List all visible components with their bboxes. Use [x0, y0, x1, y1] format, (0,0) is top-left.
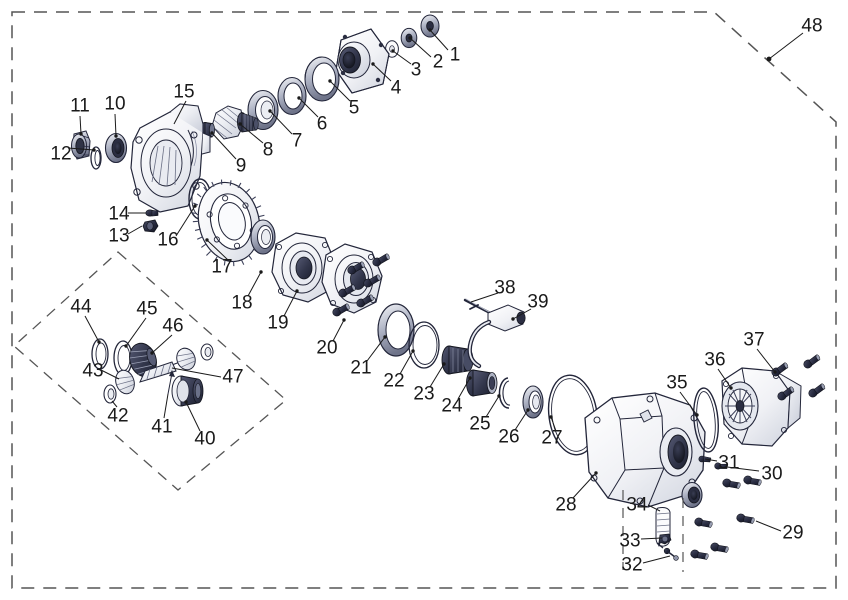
- part-21-seal-ring: [377, 303, 415, 357]
- part-11-bearing: [71, 130, 91, 160]
- part-38-shift-shaft: [463, 298, 494, 316]
- callout-41: 41: [151, 416, 173, 438]
- callout-31: 31: [718, 452, 740, 474]
- callout-10: 10: [104, 93, 126, 115]
- part-41-pointer-pin: [167, 370, 175, 395]
- callout-43: 43: [82, 360, 104, 382]
- part-10-oil-seal-right: [681, 481, 703, 509]
- callout-39: 39: [527, 291, 549, 313]
- callout-15: 15: [173, 81, 195, 103]
- part-46-side-gear: [128, 342, 157, 378]
- leader-dots: [79, 28, 777, 475]
- callout-32: 32: [621, 554, 643, 576]
- callout-45: 45: [136, 298, 158, 320]
- callout-30: 30: [761, 463, 783, 485]
- callout-13: 13: [108, 225, 130, 247]
- callout-7: 7: [291, 130, 303, 152]
- callout-8: 8: [262, 139, 274, 161]
- callout-46: 46: [162, 315, 184, 337]
- callout-16: 16: [157, 229, 179, 251]
- part-18-diff-case-half: [271, 232, 335, 303]
- part-36-end-cover: [721, 367, 802, 447]
- callout-40: 40: [194, 428, 216, 450]
- callout-47: 47: [222, 366, 244, 388]
- part-35-o-ring: [693, 387, 719, 453]
- callout-28: 28: [555, 494, 577, 516]
- callout-3: 3: [410, 59, 422, 81]
- callout-1: 1: [449, 44, 461, 66]
- callout-48: 48: [801, 15, 823, 37]
- part-17-ring-gear: [191, 179, 266, 267]
- callout-14: 14: [108, 203, 130, 225]
- part-13-magnetic-bolt: [142, 219, 159, 233]
- callout-9: 9: [235, 155, 247, 177]
- callout-35: 35: [666, 372, 688, 394]
- part-22-thin-ring: [408, 321, 440, 369]
- callout-25: 25: [469, 413, 491, 435]
- callout-20: 20: [316, 337, 338, 359]
- callout-33: 33: [619, 530, 641, 552]
- callout-42: 42: [107, 405, 129, 427]
- part-33-detent-plug: [658, 533, 672, 545]
- part-8-pinion-gear: [211, 105, 259, 140]
- callout-21: 21: [350, 357, 372, 379]
- callout-11: 11: [70, 95, 90, 117]
- leader-lines: [67, 29, 804, 564]
- callout-17: 17: [211, 256, 233, 278]
- part-4-flange-housing: [335, 28, 390, 94]
- callout-2: 2: [432, 51, 444, 73]
- part-28-transfer-case: [584, 392, 706, 508]
- part-43-pinion-gear: [115, 369, 135, 395]
- inset-dashed-box: [13, 251, 287, 491]
- part-5-oil-seal: [304, 56, 340, 102]
- callout-34: 34: [626, 494, 648, 516]
- part-40-bearing-hub: [171, 375, 204, 407]
- callout-27: 27: [541, 427, 563, 449]
- callout-4: 4: [390, 77, 402, 99]
- callout-23: 23: [413, 383, 435, 405]
- callout-6: 6: [316, 113, 328, 135]
- callout-26: 26: [498, 426, 520, 448]
- part-31-dowel-pin: [698, 455, 712, 463]
- part-47-cross-pin-and-pinions: [139, 343, 214, 383]
- callout-19: 19: [267, 312, 289, 334]
- callout-38: 38: [494, 277, 516, 299]
- part-12-snap-ring: [90, 146, 102, 170]
- callout-36: 36: [704, 349, 726, 371]
- part-24-bushing: [466, 369, 498, 397]
- callout-5: 5: [348, 97, 360, 119]
- callout-22: 22: [383, 370, 405, 392]
- callout-37: 37: [743, 329, 765, 351]
- part-15-carrier-housing: [130, 103, 211, 213]
- callout-18: 18: [231, 292, 253, 314]
- part-39-shift-fork: [467, 304, 526, 369]
- part-25-snap-ring: [498, 377, 511, 409]
- part-2-washer: [400, 27, 418, 49]
- callout-44: 44: [70, 296, 92, 318]
- part-32-small-fitting: [656, 542, 679, 561]
- part-6-shim-ring: [277, 76, 307, 116]
- part-10-oil-seal-left: [104, 132, 128, 164]
- callout-12: 12: [50, 143, 72, 165]
- part-7-tapered-bearing-b: [250, 219, 276, 255]
- callout-24: 24: [441, 395, 463, 417]
- part-42-thrust-washer: [103, 384, 117, 404]
- part-14-plug: [145, 209, 159, 217]
- callout-29: 29: [782, 522, 804, 544]
- outer-dashed-border: [11, 11, 837, 589]
- part-44-seal-ring: [91, 338, 109, 370]
- part-1-washer: [420, 14, 440, 38]
